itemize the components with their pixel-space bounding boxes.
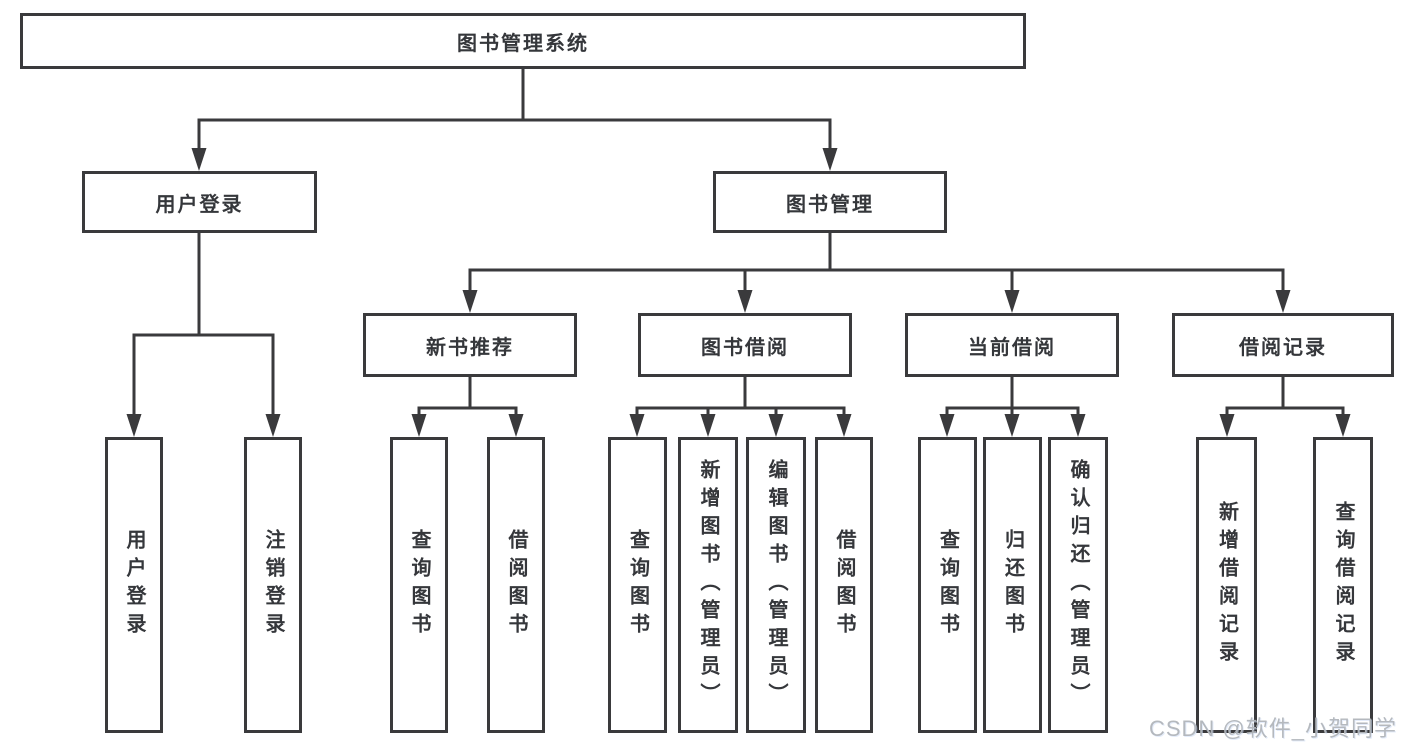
leaf-cb-confirm-return-admin-label: 确认归还（管理员）	[1067, 459, 1089, 711]
node-book-management: 图书管理	[713, 171, 947, 233]
leaf-bb-edit-book-admin-label: 编辑图书（管理员）	[765, 459, 787, 711]
node-user-login-label: 用户登录	[155, 193, 244, 216]
leaf-bb-query-book: 查询图书	[608, 437, 667, 733]
node-book-borrow-label: 图书借阅	[701, 336, 789, 359]
node-borrow-record: 借阅记录	[1172, 313, 1394, 377]
node-book-borrow: 图书借阅	[638, 313, 852, 377]
leaf-nbr-query-book-label: 查询图书	[408, 529, 430, 641]
leaf-nbr-borrow-book: 借阅图书	[487, 437, 545, 733]
arrowheads	[126, 148, 1351, 437]
leaf-user-login-label: 用户登录	[123, 529, 145, 641]
leaf-bb-borrow-book: 借阅图书	[815, 437, 873, 733]
leaf-bb-add-book-admin-label: 新增图书（管理员）	[697, 459, 719, 711]
leaf-cb-return-book-label: 归还图书	[1001, 529, 1024, 641]
leaf-bb-query-book-label: 查询图书	[626, 529, 649, 641]
leaf-cb-query-book-label: 查询图书	[936, 529, 959, 641]
leaf-bb-borrow-book-label: 借阅图书	[833, 529, 855, 641]
node-borrow-record-label: 借阅记录	[1239, 336, 1327, 359]
leaf-br-add-record-label: 新增借阅记录	[1215, 501, 1238, 669]
csdn-watermark: CSDN @软件_小贺同学	[1148, 716, 1397, 741]
leaf-cb-return-book: 归还图书	[983, 437, 1042, 733]
leaf-br-add-record: 新增借阅记录	[1196, 437, 1257, 733]
leaf-br-query-record: 查询借阅记录	[1313, 437, 1373, 733]
leaf-user-login: 用户登录	[105, 437, 163, 733]
leaf-bb-edit-book-admin: 编辑图书（管理员）	[746, 437, 806, 733]
leaf-cb-query-book: 查询图书	[918, 437, 977, 733]
leaf-cb-confirm-return-admin: 确认归还（管理员）	[1048, 437, 1108, 733]
leaf-logout: 注销登录	[244, 437, 302, 733]
leaf-nbr-query-book: 查询图书	[390, 437, 448, 733]
leaf-logout-label: 注销登录	[262, 529, 284, 641]
node-current-borrow-label: 当前借阅	[968, 336, 1056, 359]
node-library-system: 图书管理系统	[20, 13, 1026, 69]
node-current-borrow: 当前借阅	[905, 313, 1119, 377]
leaf-bb-add-book-admin: 新增图书（管理员）	[678, 437, 738, 733]
leaf-nbr-borrow-book-label: 借阅图书	[505, 529, 527, 641]
node-new-book-recommend-label: 新书推荐	[426, 336, 514, 359]
node-book-management-label: 图书管理	[786, 193, 874, 216]
node-library-system-label: 图书管理系统	[457, 32, 589, 55]
node-new-book-recommend: 新书推荐	[363, 313, 577, 377]
node-user-login: 用户登录	[82, 171, 317, 233]
leaf-br-query-record-label: 查询借阅记录	[1332, 501, 1354, 669]
